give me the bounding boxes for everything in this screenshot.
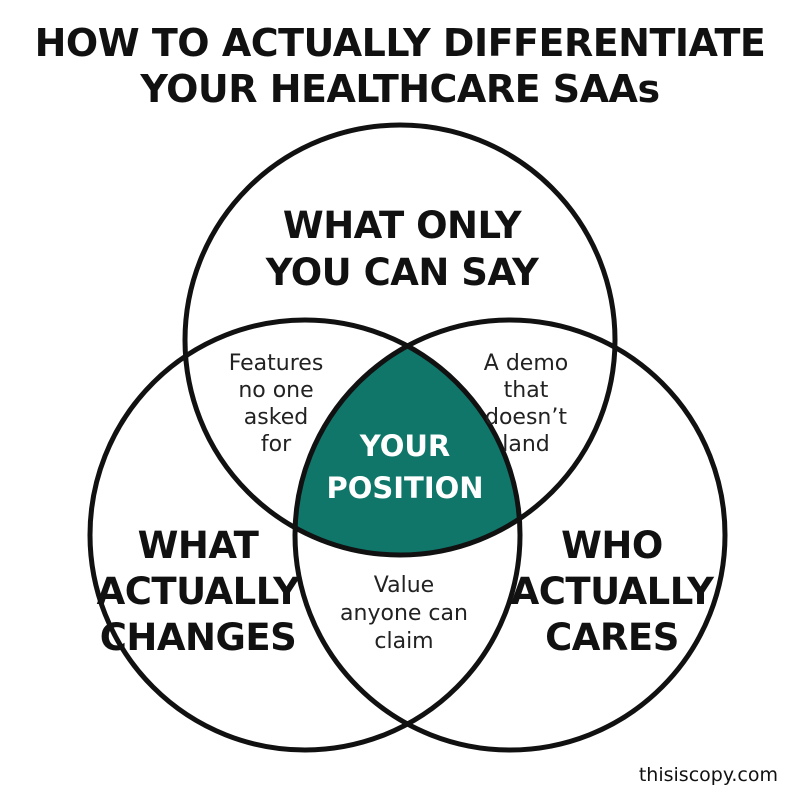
circle-right-line-1: WHO: [561, 524, 663, 567]
circle-right-line-2: ACTUALLY: [511, 570, 715, 613]
overlap-top-left-line-2: no one: [238, 378, 313, 403]
overlap-top-right-line-4: land: [502, 432, 550, 457]
overlap-top-left-line-4: for: [261, 432, 292, 457]
overlap-bottom-line-3: claim: [374, 629, 433, 654]
circle-right-label: WHO ACTUALLY CARES: [511, 524, 716, 659]
center-line-1: YOUR: [359, 429, 451, 463]
circle-top-line-2: YOU CAN SAY: [265, 251, 540, 294]
circle-left-line-1: WHAT: [138, 524, 260, 567]
overlap-top-left-line-1: Features: [229, 351, 324, 376]
site-credit: thisiscopy.com: [638, 764, 778, 786]
overlap-top-right-label: A demo that doesn’t land: [484, 351, 568, 457]
overlap-bottom-line-1: Value: [374, 573, 434, 598]
overlap-bottom-line-2: anyone can: [340, 601, 468, 626]
overlap-top-left-line-3: asked: [244, 405, 308, 430]
circle-left-label: WHAT ACTUALLY CHANGES: [97, 524, 302, 659]
circle-top-label: WHAT ONLY YOU CAN SAY: [265, 204, 541, 294]
overlap-top-left-label: Features no one asked for: [229, 351, 324, 457]
overlap-bottom-label: Value anyone can claim: [340, 573, 468, 654]
title-line-1: HOW TO ACTUALLY DIFFERENTIATE: [34, 21, 766, 65]
circle-right-line-3: CARES: [545, 616, 679, 659]
circle-left-outline: [87, 317, 523, 753]
circle-top-outline: [182, 122, 618, 558]
overlap-top-right-line-3: doesn’t: [485, 405, 567, 430]
circle-right-outline: [292, 317, 728, 753]
center-line-2: POSITION: [326, 471, 483, 505]
overlap-top-right-line-1: A demo: [484, 351, 568, 376]
circle-left-line-3: CHANGES: [100, 616, 297, 659]
overlap-top-right-line-2: that: [504, 378, 549, 403]
circle-top-line-1: WHAT ONLY: [283, 204, 523, 247]
title-line-2: YOUR HEALTHCARE SAAs: [140, 67, 660, 111]
circle-left-line-2: ACTUALLY: [97, 570, 301, 613]
center-position-label: YOUR POSITION: [326, 429, 483, 505]
page-title: HOW TO ACTUALLY DIFFERENTIATE YOUR HEALT…: [0, 20, 800, 112]
